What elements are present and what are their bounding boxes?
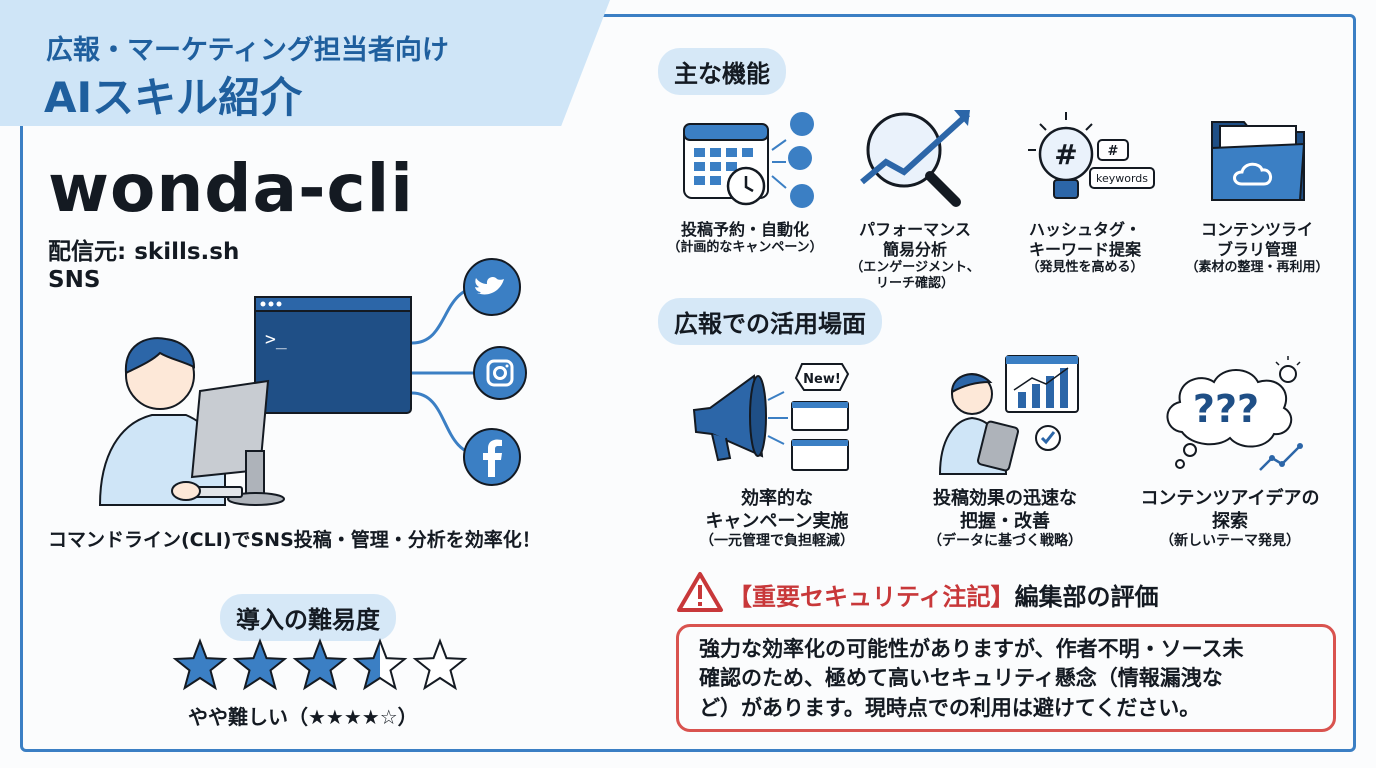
hashtag-lightbulb-icon: # # keywords	[1028, 112, 1155, 199]
skill-category: SNS	[48, 267, 101, 293]
feature-caption-1: 投稿予約・自動化 （計画的なキャンペーン）	[667, 220, 823, 255]
feature-caption-3: ハッシュタグ・ キーワード提案 （発見性を高める）	[1026, 220, 1144, 275]
page-frame	[20, 14, 1356, 752]
skill-source: 配信元: skills.sh	[48, 239, 240, 265]
megaphone-campaign-icon: New!	[692, 363, 850, 471]
calendar-schedule-icon	[683, 112, 814, 208]
analytics-magnifier-icon	[860, 110, 971, 207]
performance-review-icon	[938, 355, 1079, 475]
usage-caption-3: コンテンツアイデアの 探索 （新しいテーマ発見）	[1140, 488, 1320, 549]
security-note-box: 強力な効率化の可能性がありますが、作者不明・ソース未 確認のため、極めて高いセキ…	[676, 624, 1336, 732]
security-title: 【重要セキュリティ注記】編集部の評価	[728, 577, 1159, 612]
question-marks: ???	[1193, 387, 1259, 431]
difficulty-heading: 導入の難易度	[220, 594, 396, 641]
difficulty-label: やや難しい（★★★★☆）	[188, 705, 418, 729]
difficulty-star-icon	[292, 638, 348, 691]
difficulty-star-icon	[232, 638, 288, 691]
features-heading: 主な機能	[658, 48, 786, 95]
hashtag-glyph: #	[1054, 138, 1077, 171]
terminal-window-icon	[254, 296, 412, 414]
skill-tagline: コマンドライン(CLI)でSNS投稿・管理・分析を効率化！	[48, 529, 541, 551]
usage-heading: 広報での活用場面	[658, 298, 882, 345]
difficulty-star-icon	[172, 638, 228, 691]
idea-cloud-icon: ???	[1166, 356, 1303, 471]
instagram-icon	[473, 346, 527, 400]
folder-cloud-icon	[1211, 121, 1306, 201]
twitter-icon	[463, 258, 521, 316]
difficulty-star-icon	[412, 638, 468, 691]
security-text-line: ど）があります。現時点での利用は避けてください。	[699, 695, 1201, 720]
keywords-tag: keywords	[1096, 172, 1148, 185]
header-subtitle: 広報・マーケティング担当者向け	[46, 35, 449, 66]
security-label: 【重要セキュリティ注記】	[728, 583, 1015, 611]
difficulty-stars	[172, 638, 468, 691]
security-heading: 編集部の評価	[1014, 583, 1159, 611]
usage-caption-2: 投稿効果の迅速な 把握・改善 （データに基づく戦略）	[928, 488, 1082, 549]
header-banner	[0, 0, 610, 126]
usage-caption-1: 効率的な キャンペーン実施 （一元管理で負担軽減）	[700, 488, 854, 549]
new-badge: New!	[803, 372, 841, 387]
warning-icon	[677, 572, 723, 612]
cli-illustration: >_	[98, 258, 527, 506]
security-text-line: 確認のため、極めて高いセキュリティ懸念（情報漏洩な	[699, 666, 1223, 691]
facebook-icon	[463, 428, 521, 486]
feature-caption-2: パフォーマンス 簡易分析 （エンゲージメント、 リーチ確認）	[850, 220, 980, 292]
hand-icon	[171, 481, 201, 501]
skill-name: wonda-cli	[48, 150, 414, 227]
header-title: AIスキル紹介	[44, 73, 303, 122]
terminal-prompt: >_	[265, 329, 287, 350]
security-text-line: 強力な効率化の可能性がありますが、作者不明・ソース未	[699, 637, 1244, 661]
feature-caption-4: コンテンツライ ブラリ管理 （素材の整理・再利用）	[1185, 220, 1329, 275]
difficulty-star-icon	[352, 638, 408, 691]
hashtag-bubble-glyph: #	[1108, 144, 1119, 159]
